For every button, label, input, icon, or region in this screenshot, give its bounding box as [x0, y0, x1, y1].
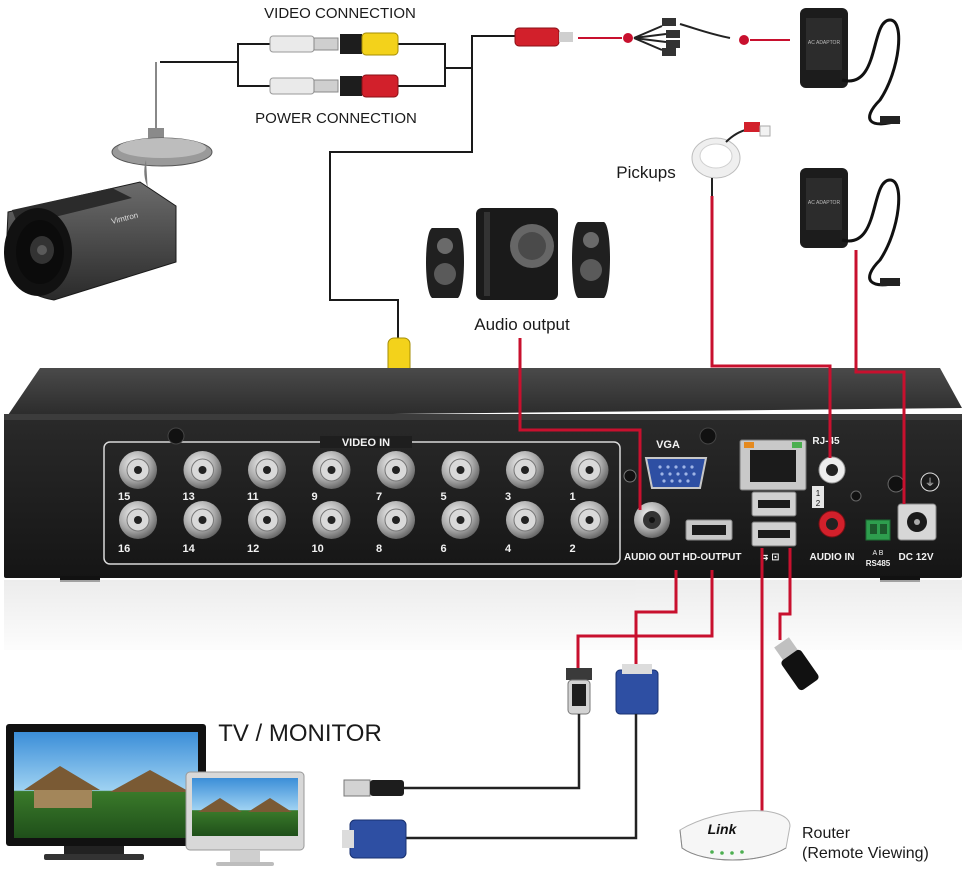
- audio-output-label: Audio output: [474, 315, 570, 334]
- bnc-video-port: [183, 451, 222, 489]
- bullet-camera: Vimtron: [4, 128, 213, 301]
- bnc-video-port: [441, 501, 480, 539]
- router: Link: [679, 810, 791, 861]
- rs485-ab-label: A B: [873, 550, 884, 557]
- bnc-channel-label: 1: [570, 491, 576, 503]
- bnc-channel-label: 15: [118, 491, 130, 503]
- bnc-channel-label: 13: [183, 491, 195, 503]
- bnc-channel-label: 9: [312, 491, 318, 503]
- dc12v-label: DC 12V: [898, 552, 933, 563]
- bnc-video-port: [377, 501, 415, 539]
- power-splitter: [578, 18, 790, 56]
- adapter-label-2: AC ADAPTOR: [808, 200, 841, 206]
- hd-output-label: HD-OUTPUT: [683, 552, 742, 563]
- tv-monitor: [6, 724, 305, 866]
- bnc-video-port: [570, 501, 609, 539]
- bnc-channel-label: 6: [441, 543, 447, 555]
- bnc-video-port: [183, 501, 222, 539]
- top-cabling: [155, 35, 515, 338]
- output-cables: [342, 637, 819, 859]
- bnc-channel-label: 16: [118, 543, 130, 555]
- bnc-video-port: [119, 451, 157, 489]
- bnc-channel-label: 11: [247, 491, 259, 503]
- audio-out-label: AUDIO OUT: [624, 552, 680, 563]
- bnc-channel-label: 2: [570, 543, 576, 555]
- pickup-microphone: [691, 122, 771, 196]
- bnc-channel-label: 3: [505, 491, 511, 503]
- svg-text:⇆ ⊡: ⇆ ⊡: [760, 552, 780, 563]
- bnc-channel-label: 12: [247, 543, 259, 555]
- red-wires: [518, 196, 906, 818]
- router-label: Router: [802, 825, 851, 842]
- rs485-label: RS485: [866, 559, 891, 568]
- bnc-video-port: [248, 501, 286, 539]
- video-power-connectors: [269, 27, 573, 98]
- pickups-label: Pickups: [616, 163, 676, 182]
- bnc-video-port: [248, 451, 286, 489]
- audio-ch1-label: 1: [816, 489, 821, 498]
- bnc-channel-label: 5: [441, 491, 447, 503]
- bnc-video-port: [377, 451, 415, 489]
- bnc-video-port: [570, 451, 609, 489]
- remote-viewing-label: (Remote Viewing): [802, 845, 929, 862]
- rj45-label: RJ-45: [812, 436, 840, 447]
- bnc-video-port: [312, 451, 351, 489]
- svg-text:⏚: ⏚: [925, 477, 935, 489]
- bnc-video-port: [441, 451, 480, 489]
- ac-adapter-2: AC ADAPTOR: [800, 168, 901, 287]
- bnc-channel-label: 10: [312, 543, 324, 555]
- vga-label: VGA: [656, 439, 680, 451]
- bnc-channel-label: 8: [376, 543, 382, 555]
- router-brand: Link: [708, 821, 738, 837]
- tv-monitor-label: TV / MONITOR: [218, 720, 382, 747]
- bnc-video-port: [119, 501, 157, 539]
- bnc-video-port: [312, 501, 351, 539]
- video-connection-label: VIDEO CONNECTION: [264, 5, 416, 22]
- ac-adapter-1: AC ADAPTOR: [800, 8, 901, 126]
- bnc-channel-label: 7: [376, 491, 382, 503]
- audio-ch2-label: 2: [816, 499, 821, 508]
- bnc-channel-label: 14: [183, 543, 196, 555]
- bnc-channel-label: 4: [505, 543, 512, 555]
- bnc-video-port: [506, 451, 544, 489]
- bnc-port-grid: 15 13 11 9 7 5 3 1 16 14 12 10 8 6 4 2: [118, 451, 609, 555]
- audio-in-label: AUDIO IN: [810, 552, 855, 563]
- speaker-set: [426, 208, 610, 300]
- video-in-label: VIDEO IN: [342, 437, 390, 449]
- bnc-video-port: [506, 501, 544, 539]
- adapter-label: AC ADAPTOR: [808, 40, 841, 46]
- power-connection-label: POWER CONNECTION: [255, 110, 417, 127]
